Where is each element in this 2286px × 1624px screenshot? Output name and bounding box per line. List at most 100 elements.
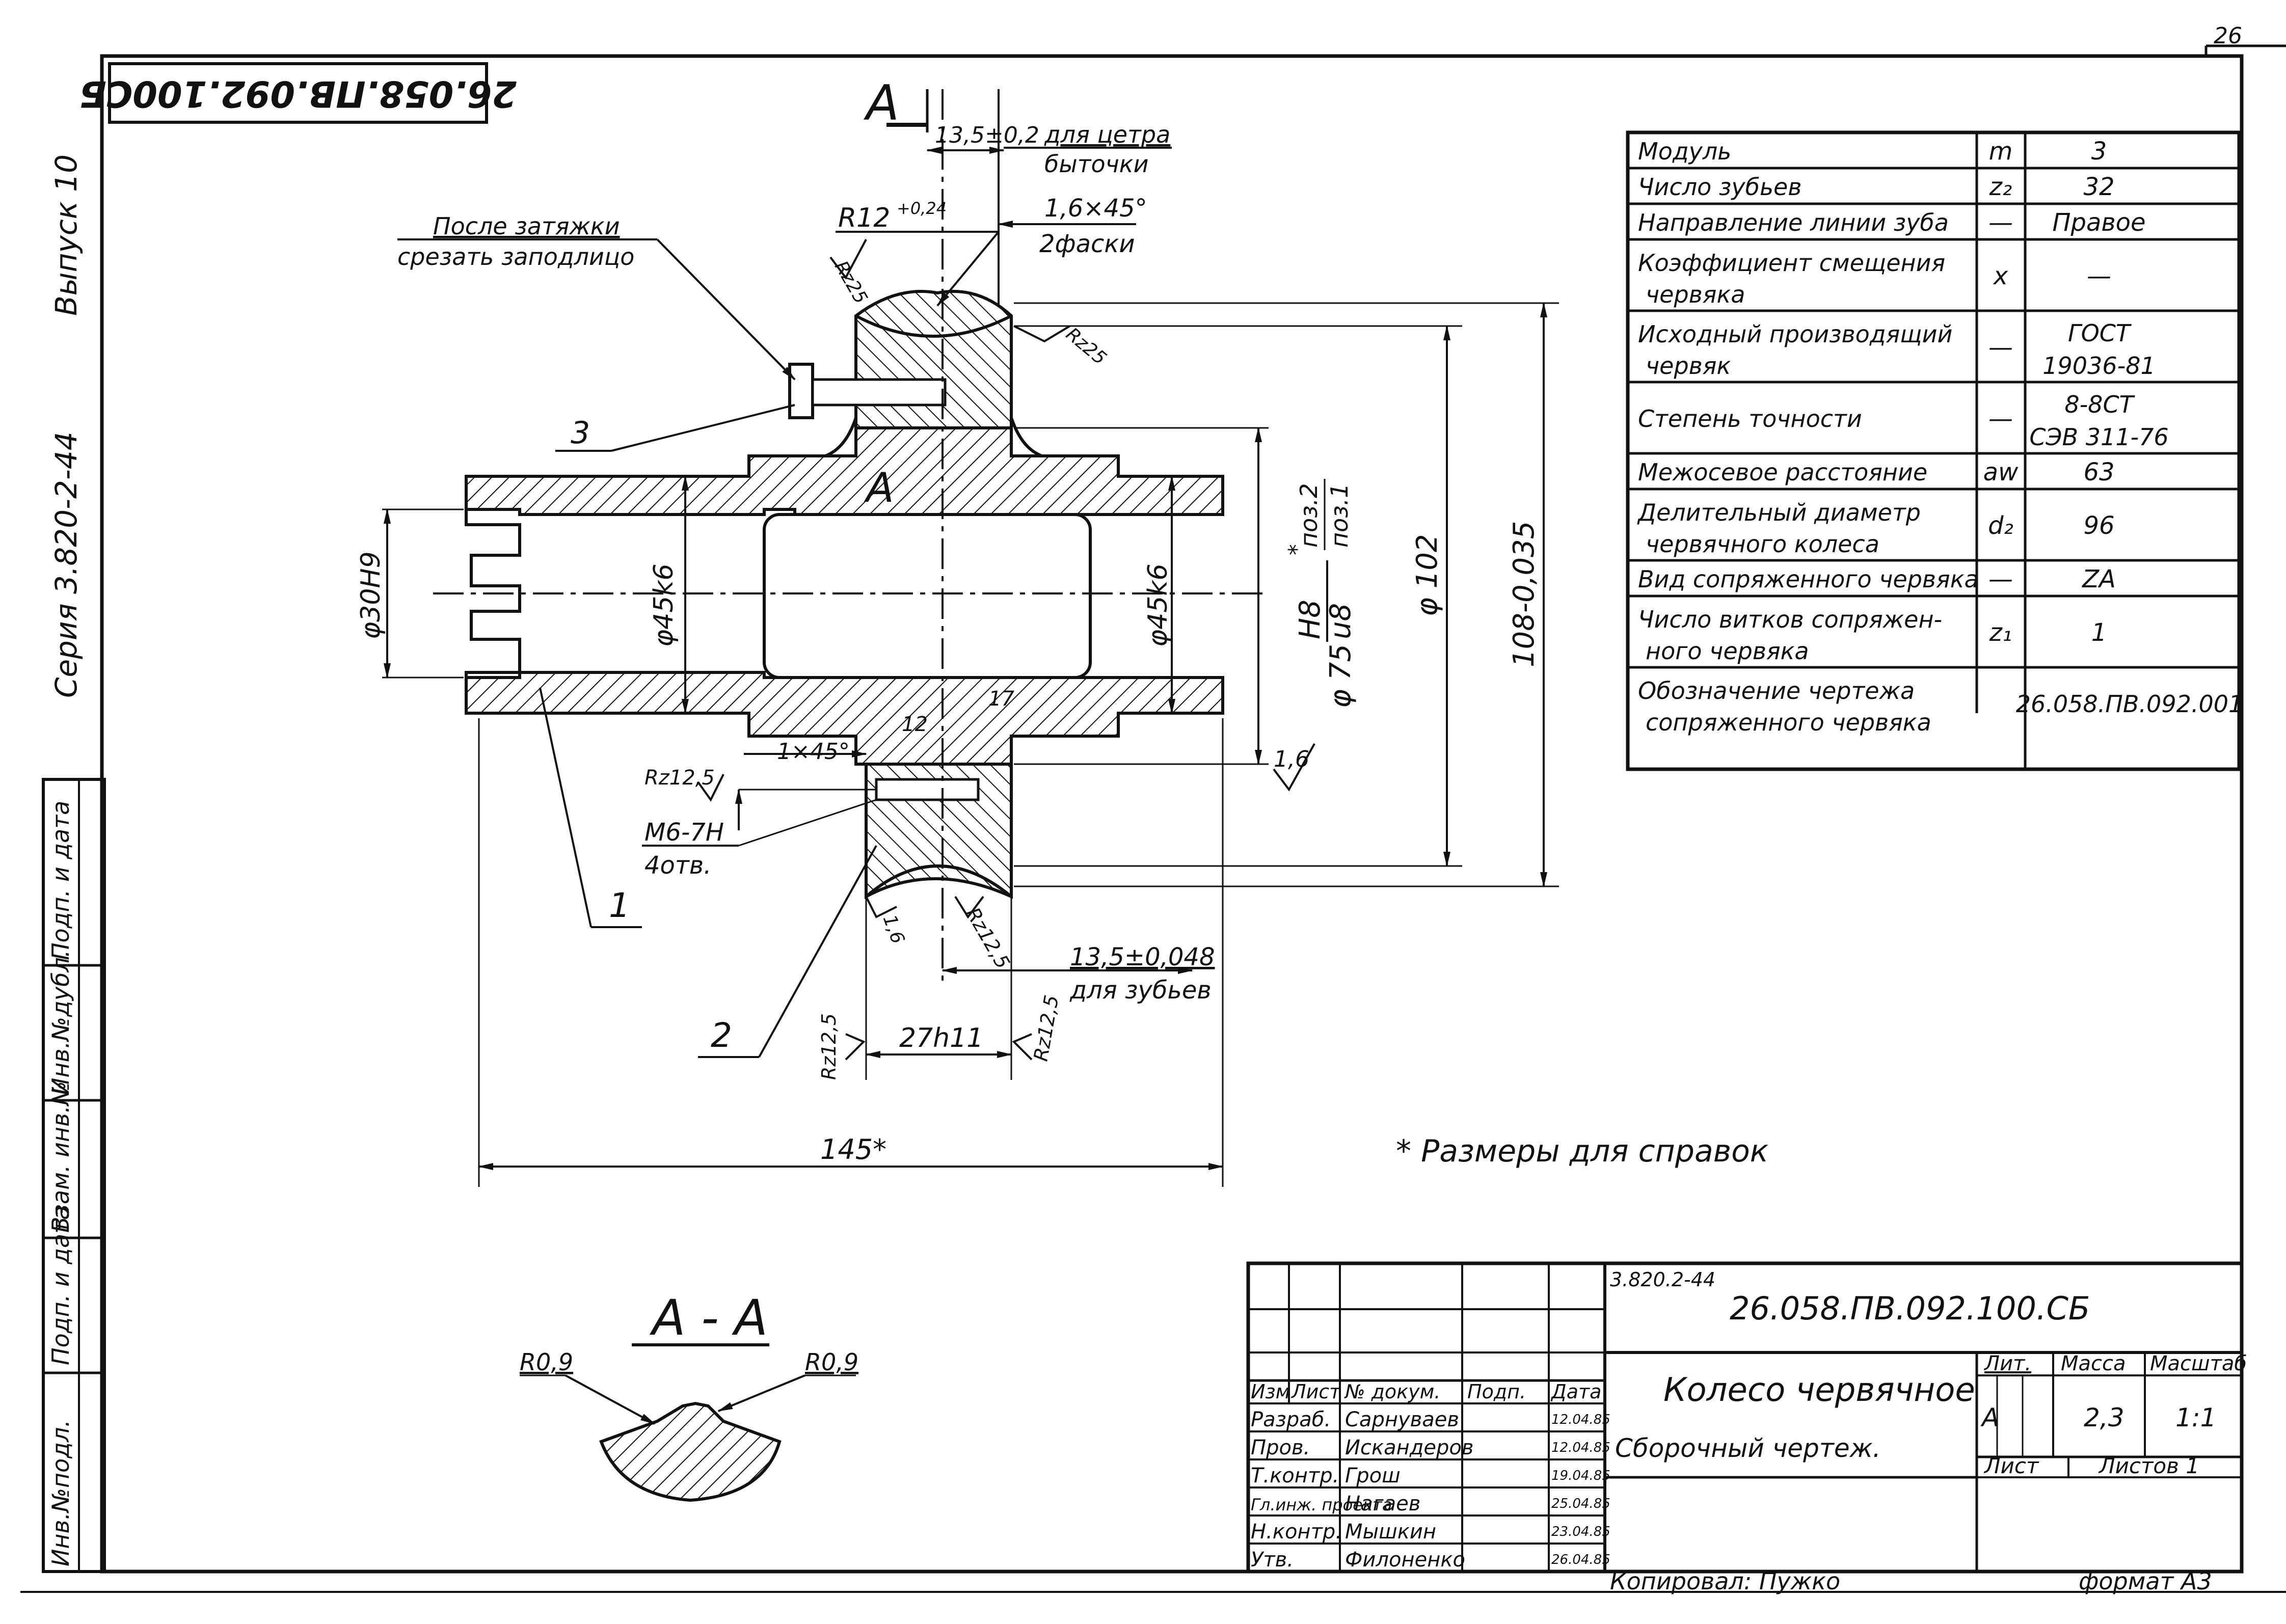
param-name-2: червячного колеса: [1646, 530, 1879, 558]
radius-r12-tol: +0,24: [897, 199, 947, 218]
fit-star: *: [1284, 544, 1310, 555]
tb-role: Т.контр.: [1251, 1464, 1339, 1487]
note-cut-2: срезать заподлицо: [397, 243, 634, 270]
dim-13-5-048: 13,5±0,048: [1070, 943, 1215, 971]
radius-r09-right: R0,9: [805, 1348, 858, 1376]
roughness-1-6-bottom: 1,6: [879, 912, 908, 946]
param-name-2: червяка: [1646, 281, 1745, 308]
thread-holes: 4отв.: [644, 851, 711, 880]
hub-upper-wall: [465, 426, 1224, 516]
tb-header: № докум.: [1344, 1381, 1440, 1403]
tb-name: Филоненко: [1345, 1548, 1465, 1572]
param-name-2: сопряженного червяка: [1646, 709, 1931, 736]
rz25-top-right: Rz25: [1062, 323, 1110, 369]
bore: [763, 513, 1092, 679]
screw-head: [788, 363, 814, 419]
tb-code: 26.058.ПВ.092.100.СБ: [1730, 1290, 2090, 1327]
tb-header: Дата: [1550, 1381, 1601, 1403]
param-symbol: —: [1988, 208, 2013, 237]
sheet-corner-number: 26: [2214, 23, 2242, 49]
tb-role: Гл.инж. проекта: [1251, 1495, 1392, 1514]
rim-top: [854, 290, 1013, 429]
param-name-2: червяк: [1646, 352, 1731, 380]
param-value: Правое: [2052, 208, 2145, 237]
param-value: 26.058.ПВ.092.001: [2016, 690, 2244, 718]
tb-date: 19.04.85: [1551, 1468, 1610, 1483]
tb-name: Нагаев: [1345, 1492, 1420, 1515]
param-row: Коэффициент смещения червяка x —: [1638, 249, 2111, 308]
tb-copied: Копировал: Пужко: [1610, 1567, 1840, 1595]
rz125-left: Rz12,5: [644, 766, 715, 790]
note-cut-1: После затяжки: [433, 212, 620, 240]
fit-pos-2: поз.2: [1295, 483, 1323, 548]
param-name: Межосевое расстояние: [1638, 458, 1927, 486]
tb-date: 25.04.85: [1551, 1496, 1610, 1511]
chamfer-2: 2фаски: [1039, 230, 1135, 258]
tb-scale-value: 1:1: [2175, 1403, 2216, 1432]
end-slots: [465, 476, 521, 713]
rotated-stamp-text: 26.058.ПВ.092.100СБ: [79, 73, 517, 115]
tb-format: формат А3: [2079, 1567, 2212, 1595]
tb-name: Мышкин: [1345, 1520, 1436, 1544]
margin-col-3: Взам. инв.№: [47, 1081, 74, 1233]
param-row: Число зубьев z₂ 32: [1638, 173, 2115, 201]
position-3: 3: [571, 415, 590, 451]
radius-r12: R12: [838, 203, 890, 233]
position-2: 2: [711, 1016, 732, 1055]
tb-date: 26.04.85: [1551, 1552, 1610, 1567]
param-symbol: x: [1993, 262, 2008, 290]
param-value: —: [2087, 262, 2111, 290]
dim-phi45-left: φ45k6: [649, 563, 679, 647]
param-symbol: z₂: [1989, 173, 2012, 201]
position-1: 1: [609, 886, 630, 925]
tb-lit-value: А: [1980, 1403, 1999, 1432]
rotated-stamp: 26.058.ПВ.092.100СБ: [79, 62, 517, 124]
tb-role: Разраб.: [1251, 1408, 1331, 1431]
section-label-body: A: [864, 464, 894, 511]
thread-m6: M6-7H: [644, 818, 724, 847]
roughness-1-6: 1,6: [1274, 746, 1309, 772]
fit-pos-1: поз.1: [1326, 483, 1353, 548]
rz125-face-left: Rz12,5: [818, 1013, 840, 1080]
param-symbol: —: [1988, 565, 2013, 593]
sheet-frame: 26: [20, 23, 2286, 1593]
margin-vypusk: Выпуск 10: [49, 154, 84, 316]
tb-date: 23.04.85: [1551, 1524, 1610, 1539]
param-name: Коэффициент смещения: [1638, 249, 1945, 277]
screw-shank: [811, 378, 947, 407]
dim-145: 145*: [820, 1133, 886, 1166]
param-symbol: z₁: [1989, 618, 2012, 647]
param-symbol: —: [1988, 333, 2013, 362]
tb-mass-label: Масса: [2061, 1352, 2126, 1375]
param-name: Число зубьев: [1638, 173, 1801, 201]
param-value: 32: [2083, 173, 2114, 201]
tb-name: Колесо червячное: [1663, 1371, 1975, 1409]
section-letter-top: A: [863, 75, 899, 131]
rim-top-arc: [855, 314, 1012, 338]
tb-role: Утв.: [1251, 1548, 1294, 1572]
margin-col-5: Подп. и дата: [47, 801, 74, 960]
tb-person-row: Утв. Филоненко 26.04.85: [1251, 1548, 1610, 1572]
param-name: Степень точности: [1638, 405, 1862, 432]
angle-12: 12: [902, 713, 928, 736]
param-name-2: ного червяка: [1646, 637, 1809, 665]
tb-doc-type: Сборочный чертеж.: [1615, 1433, 1881, 1463]
tb-header: Подп.: [1467, 1381, 1526, 1403]
lower-screw: [875, 778, 980, 801]
param-value: ГОСТ: [2068, 319, 2132, 347]
reference-note: * Размеры для справок: [1396, 1133, 1768, 1169]
margin-col-4: Инв.№дубл.: [47, 950, 74, 1095]
param-name: Направление линии зуба: [1638, 209, 1949, 236]
tb-scale-label: Масштаб: [2150, 1352, 2247, 1375]
fit-u8: u8: [1324, 603, 1357, 639]
tb-name: Искандеров: [1345, 1436, 1473, 1459]
dim-13-5-02: 13,5±0,2: [935, 122, 1039, 148]
param-name: Вид сопряженного червяка: [1638, 565, 1979, 593]
